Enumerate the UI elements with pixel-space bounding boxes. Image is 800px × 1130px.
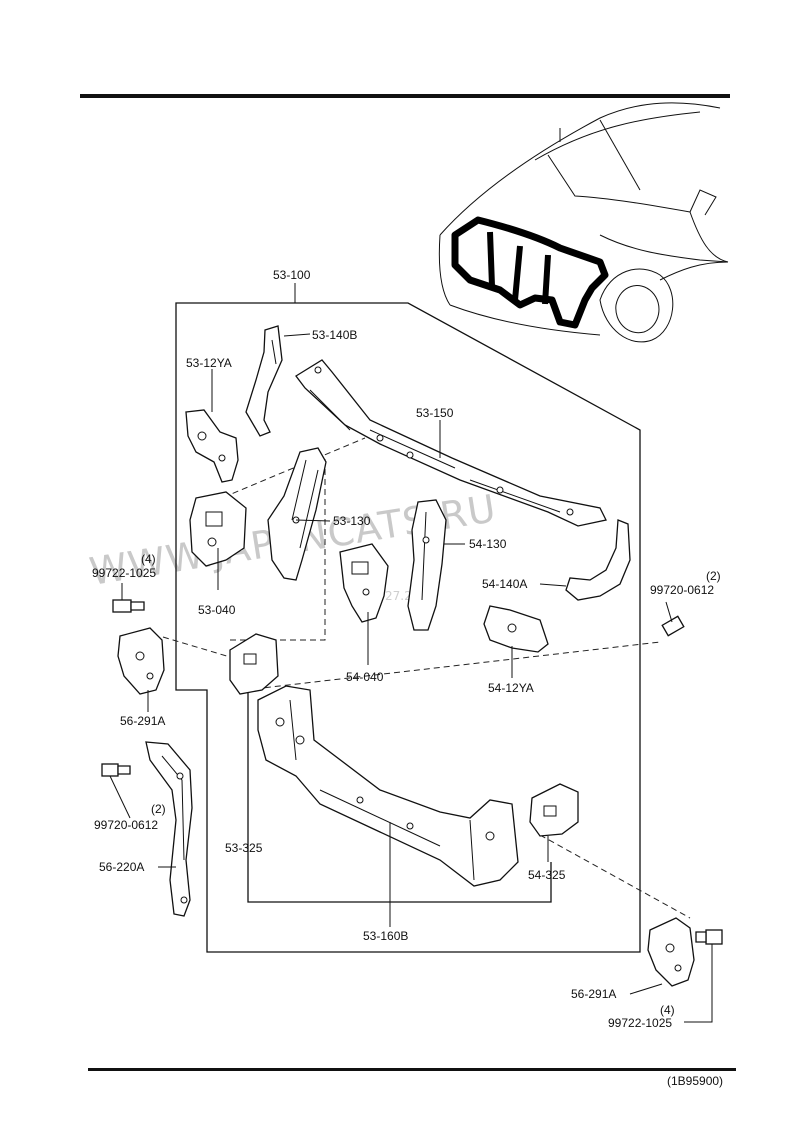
leader-lines xyxy=(109,283,713,1023)
label-bolt-mid-pn: 99720-0612 xyxy=(94,818,158,832)
part-53-040-bracket[interactable] xyxy=(189,491,247,567)
label-bolt-right-qty: (2) xyxy=(706,569,721,583)
part-56-220a-stay[interactable] xyxy=(145,741,193,917)
label-53-12ya: 53-12YA xyxy=(186,356,232,370)
label-53-130: 53-130 xyxy=(333,514,371,528)
label-54-130: 54-130 xyxy=(469,537,507,551)
label-bolt-left-qty: (4) xyxy=(141,552,156,566)
label-56-220a: 56-220A xyxy=(99,860,144,874)
assembly-frame-53-100 xyxy=(175,302,641,953)
label-bolt-left-pn: 99722-1025 xyxy=(92,566,156,580)
label-54-12ya: 54-12YA xyxy=(488,681,534,695)
label-bolt-bottom-qty: (4) xyxy=(660,1003,675,1017)
label-54-040: 54-040 xyxy=(346,670,384,684)
part-53-160b-lower-member[interactable] xyxy=(257,685,519,887)
part-53-130-side-member[interactable] xyxy=(267,447,327,581)
label-54-140a: 54-140A xyxy=(482,577,527,591)
bolt-99720-0612-mid[interactable] xyxy=(101,763,131,777)
bolt-99722-1025-bottom[interactable] xyxy=(695,929,723,945)
diagram-code: (1B95900) xyxy=(667,1074,723,1088)
part-53-325-bracket[interactable] xyxy=(229,633,279,695)
label-bolt-bottom-pn: 99722-1025 xyxy=(608,1016,672,1030)
part-56-291a-right-shield[interactable] xyxy=(647,917,695,987)
label-53-040: 53-040 xyxy=(198,603,236,617)
part-54-140a-bracket[interactable] xyxy=(565,519,631,601)
lower-member-bracket xyxy=(247,688,552,903)
part-labels: 53-100 53-140B 53-12YA 53-150 53-130 54-… xyxy=(92,268,721,1030)
bolt-99722-1025-left[interactable] xyxy=(112,599,145,613)
label-53-150: 53-150 xyxy=(416,406,454,420)
core-support-silhouette xyxy=(451,216,609,329)
label-53-100: 53-100 xyxy=(273,268,311,282)
part-53-150-upper-member[interactable] xyxy=(295,359,607,527)
label-56-291a-right: 56-291A xyxy=(571,987,616,1001)
label-bolt-mid-qty: (2) xyxy=(151,802,166,816)
footer-rule xyxy=(88,1068,736,1071)
part-53-12ya-bracket[interactable] xyxy=(185,409,239,483)
label-53-325: 53-325 xyxy=(225,841,263,855)
part-54-12ya-bracket[interactable] xyxy=(483,605,549,653)
label-53-140b: 53-140B xyxy=(312,328,357,342)
label-54-325: 54-325 xyxy=(528,868,566,882)
label-bolt-right-pn: 99720-0612 xyxy=(650,583,714,597)
header-rule xyxy=(80,94,730,98)
part-56-291a-left-shield[interactable] xyxy=(117,627,165,695)
bolt-99720-0612-right[interactable] xyxy=(661,615,685,637)
part-54-325-bracket[interactable] xyxy=(529,783,579,837)
label-56-291a-left: 56-291A xyxy=(120,714,165,728)
part-54-040-bracket[interactable] xyxy=(339,543,389,623)
car-outline-illustration xyxy=(438,102,729,343)
part-54-130-side-member[interactable] xyxy=(407,499,447,631)
part-53-140b-bracket[interactable] xyxy=(245,325,283,437)
label-53-160b: 53-160B xyxy=(363,929,408,943)
